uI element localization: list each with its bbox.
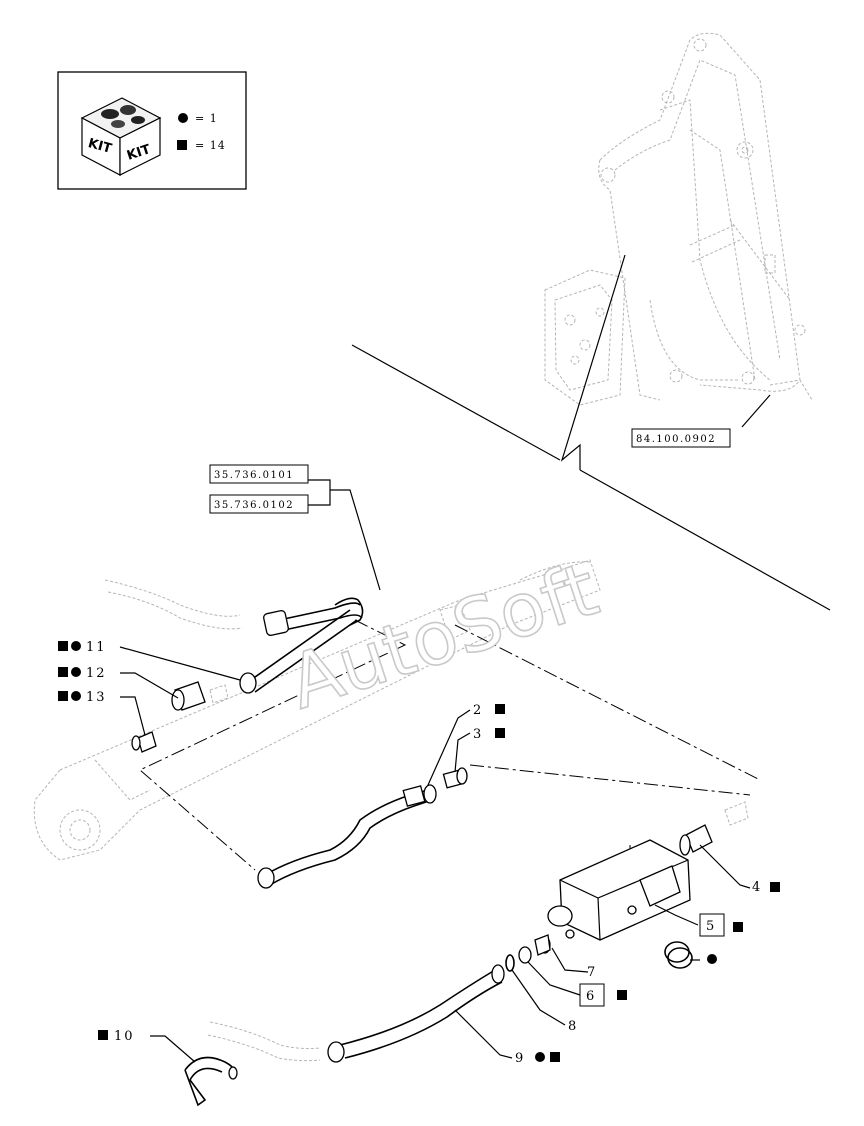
boom-cylinder-ghost xyxy=(33,559,601,861)
callout-8[interactable]: 8 xyxy=(568,1019,578,1034)
legend-square-qty: = 14 xyxy=(195,139,226,152)
valve-block xyxy=(547,839,691,941)
part-8-oring xyxy=(505,954,515,972)
kit-label-right: KIT xyxy=(125,142,152,164)
legend-circle-qty: = 1 xyxy=(195,112,218,125)
callout-10[interactable]: 10 xyxy=(114,1029,135,1044)
callout-4[interactable]: 4 xyxy=(752,880,762,895)
backhoe-overview-illustration xyxy=(544,32,813,406)
upper-hose-assembly xyxy=(104,579,364,694)
part-4-fitting xyxy=(679,801,749,856)
ref-box-35-736-0102[interactable]: 35.736.0102 xyxy=(209,494,309,514)
callout-5[interactable]: 5 xyxy=(706,919,716,934)
part-13-fitting xyxy=(131,731,157,753)
legend-circle-symbol xyxy=(178,113,188,123)
callout-2[interactable]: 2 xyxy=(473,703,483,718)
callout-12[interactable]: 12 xyxy=(86,666,107,681)
ref-box-84-100-0902[interactable]: 84.100.0902 xyxy=(631,428,731,448)
part-9-hose xyxy=(207,964,505,1063)
ref-84-100-0902: 84.100.0902 xyxy=(636,434,716,445)
callout-11[interactable]: 11 xyxy=(86,640,107,655)
callout-7[interactable]: 7 xyxy=(587,965,597,980)
kit-box-icon: KIT KIT xyxy=(80,97,162,176)
ref-35-736-0101: 35.736.0101 xyxy=(214,470,294,481)
watermark-text: AutoSoft xyxy=(279,546,608,726)
callout-6[interactable]: 6 xyxy=(586,989,596,1004)
callout-9[interactable]: 9 xyxy=(515,1051,525,1066)
kit-label-left: KIT xyxy=(86,136,113,157)
callout-13[interactable]: 13 xyxy=(86,690,107,705)
legend-square-symbol xyxy=(177,140,187,150)
ref-35-736-0102: 35.736.0102 xyxy=(214,500,294,511)
part-5-seals xyxy=(664,941,693,969)
kit-legend-box: KIT KIT = 1 = 14 xyxy=(57,71,247,190)
part-12-sleeve xyxy=(171,681,229,711)
part-7-fitting xyxy=(518,934,551,964)
callout-3[interactable]: 3 xyxy=(473,727,483,742)
ref-box-35-736-0101[interactable]: 35.736.0101 xyxy=(209,464,309,484)
middle-hose-assembly xyxy=(257,767,468,889)
part-10-clamp xyxy=(184,1056,238,1107)
